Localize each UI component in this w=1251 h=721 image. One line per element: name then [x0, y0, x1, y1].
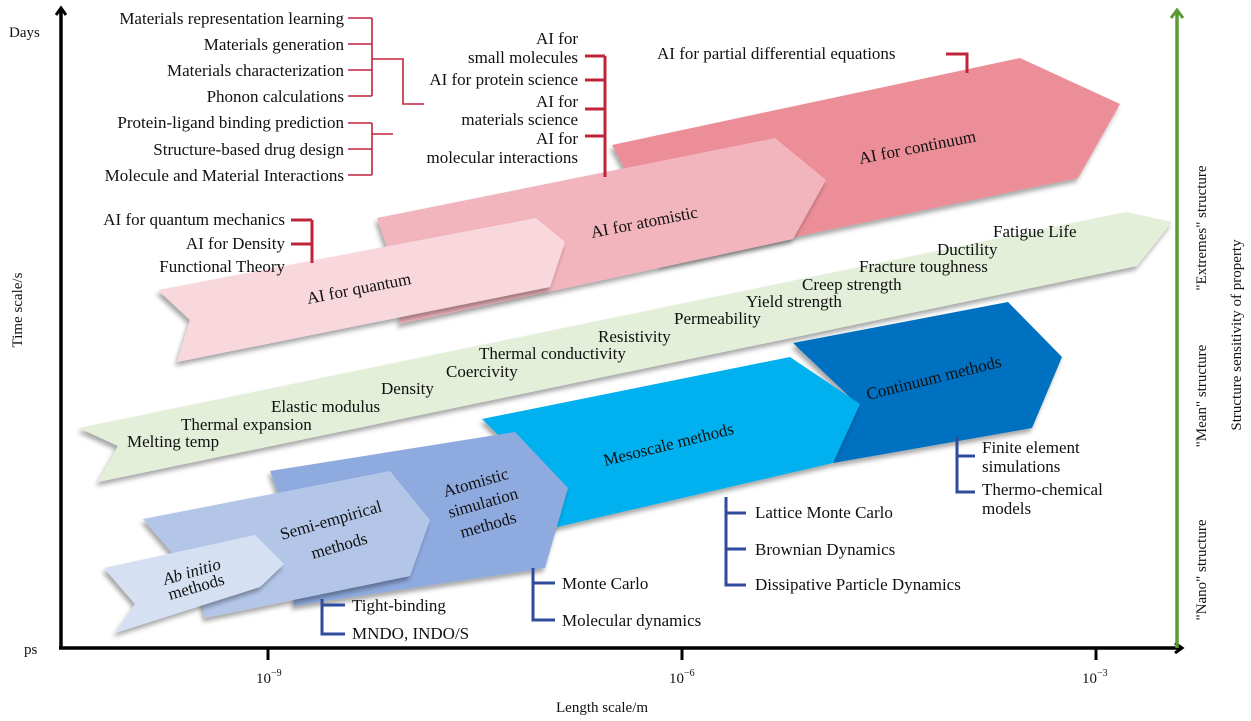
- property-label: Melting temp: [127, 432, 219, 451]
- red-bracket-continuum: [946, 52, 969, 73]
- topic-label: small molecules: [468, 48, 578, 67]
- example-label: simulations: [982, 457, 1060, 476]
- blue-bracket-continuum: [955, 437, 975, 494]
- list-item: Molecule and Material Interactions: [105, 166, 344, 185]
- blue-bracket-semi: [320, 599, 345, 636]
- example-label: Thermo-chemical: [982, 480, 1103, 499]
- property-label: Thermal conductivity: [479, 344, 626, 363]
- example-label: Dissipative Particle Dynamics: [755, 575, 961, 594]
- y-top-label: Days: [9, 25, 40, 41]
- topic-label: AI for quantum mechanics: [103, 210, 285, 229]
- property-label: Resistivity: [598, 327, 671, 346]
- x-axis-label: Length scale/m: [556, 700, 648, 716]
- continuum-methods-shape: [793, 302, 1062, 463]
- mean-structure-label: "Mean" structure: [1194, 344, 1210, 447]
- property-label: Ductility: [937, 240, 998, 259]
- property-label: Fatigue Life: [993, 222, 1077, 241]
- properties-band-shape: [79, 212, 1172, 482]
- red-bracket-atomistic: [585, 54, 607, 177]
- list-item: Materials characterization: [167, 61, 344, 80]
- x-tick-label: 10−9: [256, 668, 282, 687]
- list-item: Materials generation: [204, 35, 345, 54]
- list-item: Phonon calculations: [207, 87, 344, 106]
- property-label: Fracture toughness: [859, 257, 988, 276]
- molecules-list: Protein-ligand binding prediction Struct…: [105, 113, 345, 185]
- list-item: Structure-based drug design: [153, 140, 344, 159]
- example-label: Monte Carlo: [562, 574, 648, 593]
- property-label: Coercivity: [446, 362, 518, 381]
- property-label: Thermal expansion: [181, 415, 312, 434]
- ai-quantum-topics: AI for quantum mechanics AI for Density …: [103, 210, 285, 276]
- topic-label: AI for Density: [186, 234, 286, 253]
- list-item: Protein-ligand binding prediction: [117, 113, 344, 132]
- ab-initio-shape: [104, 535, 284, 633]
- y-axis-label: Time scale/s: [10, 272, 26, 347]
- list-item: Materials representation learning: [119, 9, 344, 28]
- topic-label: AI for: [536, 129, 578, 148]
- x-tick-label: 10−3: [1082, 668, 1108, 687]
- example-label: Molecular dynamics: [562, 611, 701, 630]
- mesoscale-methods-shape: [482, 357, 860, 531]
- example-label: models: [982, 499, 1031, 518]
- example-label: MNDO, INDO/S: [352, 624, 469, 643]
- property-label: Permeability: [674, 309, 761, 328]
- blue-bracket-atomistic: [531, 568, 555, 622]
- right-axis-label: Structure sensitivity of property: [1229, 239, 1245, 431]
- property-label: Creep strength: [802, 275, 902, 294]
- example-label: Brownian Dynamics: [755, 540, 895, 559]
- ai-atomistic-topics: AI for small molecules AI for protein sc…: [426, 29, 578, 167]
- x-tick-label: 10−6: [669, 668, 695, 687]
- nano-structure-label: "Nano" structure: [1194, 519, 1210, 620]
- extremes-structure-label: "Extremes" structure: [1194, 165, 1210, 290]
- y-bottom-label: ps: [24, 642, 38, 658]
- topic-label: molecular interactions: [426, 148, 578, 167]
- red-bracket-thin: [348, 17, 424, 176]
- topic-label: AI for: [536, 29, 578, 48]
- ai-continuum-topic: AI for partial differential equations: [657, 44, 896, 63]
- ai-quantum-shape: [158, 218, 565, 362]
- example-label: Finite element: [982, 438, 1080, 457]
- example-label: Tight-binding: [352, 596, 446, 615]
- topic-label: AI for protein science: [429, 70, 578, 89]
- topic-label: AI for: [536, 92, 578, 111]
- property-labels: Melting temp Thermal expansion Elastic m…: [127, 222, 1077, 451]
- blue-bracket-mesoscale: [724, 497, 746, 587]
- topic-label: materials science: [461, 110, 578, 129]
- property-label: Density: [381, 379, 434, 398]
- property-label: Elastic modulus: [271, 397, 380, 416]
- topic-label: Functional Theory: [159, 257, 285, 276]
- example-label: Lattice Monte Carlo: [755, 503, 893, 522]
- materials-list: Materials representation learning Materi…: [119, 9, 344, 106]
- property-label: Yield strength: [746, 292, 842, 311]
- red-bracket-quantum: [291, 218, 314, 263]
